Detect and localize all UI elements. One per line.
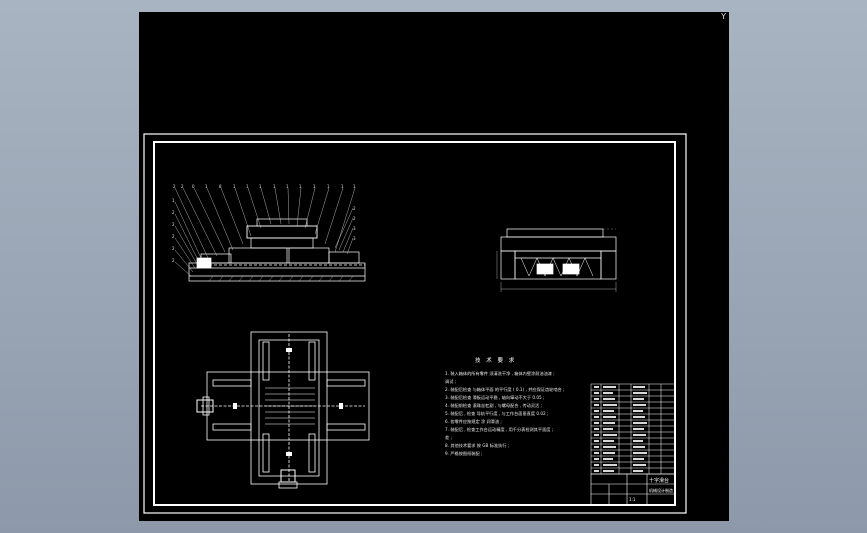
- svg-text:0: 0: [192, 184, 195, 189]
- svg-text:1: 1: [299, 184, 302, 189]
- tech-line-1: 1. 装入箱体的所有零件 须清洗干净 , 箱体内壁涂耐油油漆 ;: [445, 370, 555, 377]
- tech-line-9: 差 ;: [445, 434, 452, 440]
- tech-line-8: 7. 装配后 , 检查工作台运动精度 , 用千分表检测其平面度 ;: [445, 426, 553, 433]
- side-view: [496, 228, 617, 292]
- sheet-outer-border: [143, 133, 687, 514]
- svg-text:1: 1: [353, 184, 356, 189]
- svg-text:1: 1: [286, 184, 289, 189]
- svg-text:1: 1: [273, 184, 276, 189]
- tech-line-3: 2. 装配后检查 与箱体平面 的平行度 ( 0.1) , 并应保证齿轮啮合 ;: [445, 386, 564, 393]
- svg-text:2: 2: [172, 210, 175, 215]
- svg-text:1: 1: [246, 184, 249, 189]
- svg-text:2: 2: [172, 246, 175, 251]
- tech-line-10: 8. 其他技术要求 按 GB 标准执行 ;: [445, 442, 509, 449]
- tech-line-5: 4. 装配前检查 滚珠丝杠副 , 与螺母配合 , 传动灵活 ;: [445, 402, 542, 409]
- title-block-drawing-name: 十字滑台: [649, 477, 669, 484]
- title-block: [590, 473, 676, 506]
- tech-line-4: 3. 装配后检查 滑板运动平稳 , 轴向窜动不大于 0.05 ;: [445, 394, 544, 401]
- svg-text:1: 1: [233, 184, 236, 189]
- title-block-scale: 1:1: [629, 497, 636, 502]
- svg-text:3: 3: [353, 226, 356, 231]
- svg-text:1: 1: [259, 184, 262, 189]
- title-block-school: 机械设计制造: [649, 487, 673, 493]
- tech-line-2: 调试 ;: [445, 378, 456, 385]
- parts-list-text-marks: [594, 386, 647, 472]
- tech-requirements-title: 技 术 要 求: [475, 356, 516, 364]
- svg-text:2: 2: [172, 234, 175, 239]
- front-view-leaders: [174, 187, 356, 277]
- svg-text:1: 1: [327, 184, 330, 189]
- top-view: [196, 331, 370, 489]
- tech-line-6: 5. 装配后 , 检查 导轨平行度 , 与工作台面垂直度 0.02 ;: [445, 410, 548, 417]
- sheet-inner-border: [153, 141, 676, 506]
- tech-requirements-block: 技 术 要 求 1. 装入箱体的所有零件 须清洗干净 , 箱体内壁涂耐油油漆 ;…: [445, 356, 564, 457]
- svg-text:1: 1: [313, 184, 316, 189]
- svg-text:2: 2: [353, 206, 356, 211]
- svg-text:3: 3: [353, 236, 356, 241]
- tech-line-11: 9. 严格按图纸装配 ;: [445, 450, 482, 457]
- ucs-axis-label: Y: [721, 12, 726, 21]
- svg-text:1: 1: [341, 184, 344, 189]
- svg-text:1: 1: [205, 184, 208, 189]
- svg-text:2: 2: [172, 258, 175, 263]
- svg-text:2: 2: [172, 222, 175, 227]
- cad-model-viewport[interactable]: Y: [139, 12, 729, 521]
- svg-text:2: 2: [353, 216, 356, 221]
- svg-text:1: 1: [172, 198, 175, 203]
- svg-text:2: 2: [173, 184, 176, 189]
- svg-text:8: 8: [219, 184, 222, 189]
- tech-line-7: 6. 各零件应按规定 涂 润滑油 ;: [445, 418, 502, 425]
- svg-text:2: 2: [181, 184, 184, 189]
- front-view: [188, 218, 366, 282]
